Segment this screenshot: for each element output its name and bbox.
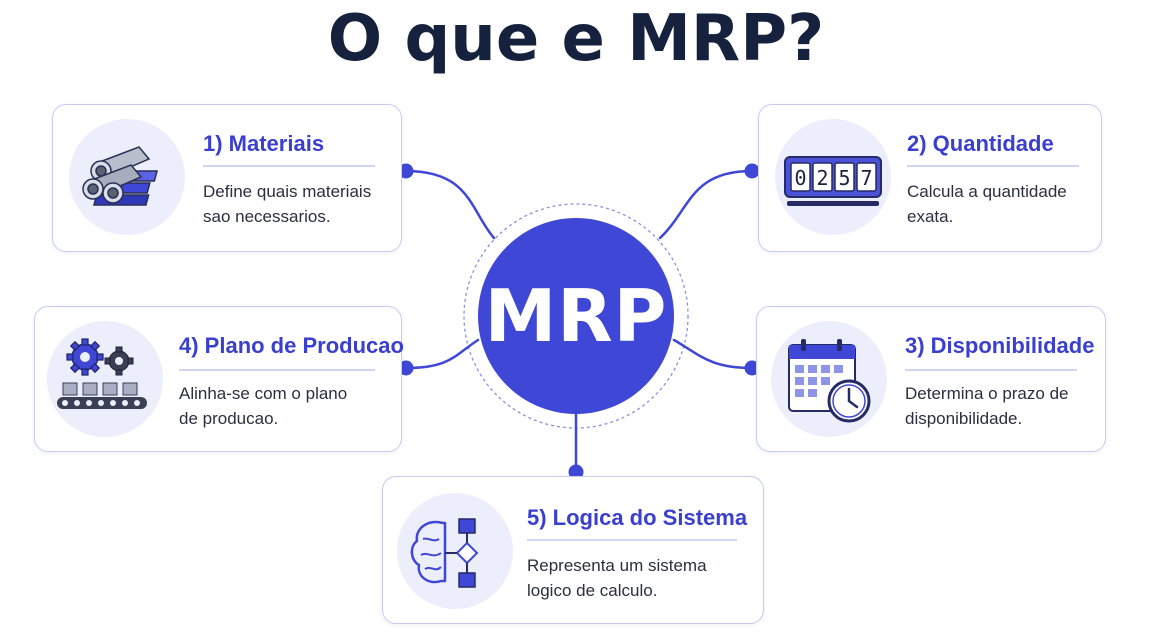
pipes-and-bars-icon	[69, 119, 185, 235]
mrp-hub: MRP	[478, 218, 674, 414]
card-description: Representa um sistema logico de calculo.	[527, 553, 707, 603]
node-dot-disponibilidade	[744, 360, 760, 376]
card-title: 3) Disponibilidade	[905, 333, 1095, 358]
brain-flowchart-icon	[397, 493, 513, 609]
counter-digit: 2	[816, 166, 828, 190]
gears-conveyor-icon	[47, 321, 163, 437]
counter-digit: 7	[860, 166, 872, 190]
card-description: Define quais materiais sao necessarios.	[203, 179, 371, 229]
card-divider	[527, 539, 737, 541]
card-description-line: exata.	[907, 207, 954, 226]
node-dot-quantidade	[744, 163, 760, 179]
counter-digit: 0	[794, 166, 806, 190]
card-divider	[179, 369, 375, 371]
connector-materiais	[404, 169, 496, 240]
card-description-line: disponibilidade.	[905, 409, 1023, 428]
node-dot-logica	[568, 464, 584, 480]
card-description-line: de producao.	[179, 409, 279, 428]
page-title: O que e MRP?	[327, 2, 825, 76]
card-description: Determina o prazo de disponibilidade.	[905, 381, 1068, 431]
connector-quantidade	[658, 169, 754, 240]
card-title: 1) Materiais	[203, 131, 325, 156]
card-description: Alinha-se com o plano de producao.	[179, 381, 347, 431]
counter-icon: 0 2 5 7	[775, 119, 891, 235]
node-dot-plano	[398, 360, 414, 376]
card-logica-do-sistema: 5) Logica do Sistema Representa um siste…	[382, 476, 764, 624]
card-description-line: Alinha-se com o plano	[179, 384, 348, 403]
card-divider	[203, 165, 375, 167]
card-description-line: sao necessarios.	[203, 207, 331, 226]
card-description-line: Representa um sistema	[527, 556, 707, 575]
connector-disponibilidade	[672, 338, 754, 370]
card-description: Calcula a quantidade exata.	[907, 179, 1067, 229]
card-disponibilidade: 3) Disponibilidade Determina o prazo de …	[756, 306, 1106, 452]
card-description-line: Determina o prazo de	[905, 384, 1069, 403]
card-description-line: Calcula a quantidade	[907, 182, 1067, 201]
card-title: 2) Quantidade	[907, 131, 1054, 156]
card-divider	[907, 165, 1079, 167]
card-quantidade: 0 2 5 7 2) Quantidade Calcula a quantida…	[758, 104, 1102, 252]
card-divider	[905, 369, 1077, 371]
calendar-clock-icon	[771, 321, 887, 437]
card-description-line: logico de calculo.	[527, 581, 658, 600]
connector-plano	[404, 338, 480, 370]
counter-digit: 5	[838, 166, 850, 190]
card-title: 4) Plano de Producao	[179, 333, 404, 358]
node-dot-materiais	[398, 163, 414, 179]
card-plano-de-producao: 4) Plano de Producao Alinha-se com o pla…	[34, 306, 404, 452]
card-title: 5) Logica do Sistema	[527, 505, 748, 530]
card-description-line: Define quais materiais	[203, 182, 372, 201]
card-materiais: 1) Materiais Define quais materiais sao …	[52, 104, 402, 252]
